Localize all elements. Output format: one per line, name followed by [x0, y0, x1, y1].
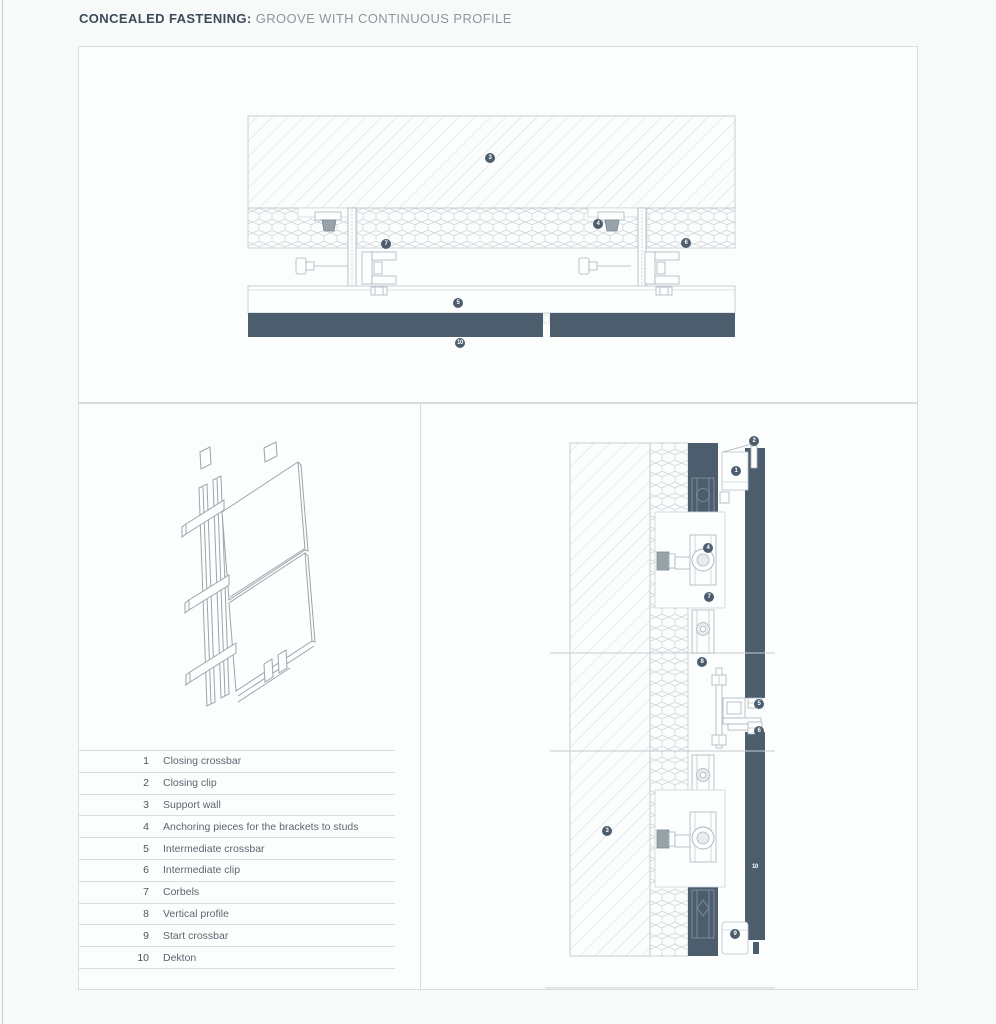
- profile-channel-mid-lower: [691, 754, 715, 796]
- legend-item-label: Closing clip: [163, 777, 217, 790]
- dekton-panel-lower: [745, 732, 765, 940]
- legend-item-number: 9: [143, 929, 149, 942]
- legend-item-label: Vertical profile: [163, 907, 229, 920]
- vertical-section-drawing: [545, 442, 775, 989]
- crossbar-bolts: [370, 286, 673, 296]
- legend-item-label: Start crossbar: [163, 929, 229, 942]
- axon-panels: [221, 441, 316, 692]
- legend-row: 1 Closing crossbar: [79, 750, 395, 772]
- callout-badge-9: 9: [730, 929, 740, 939]
- legend-item-label: Anchoring pieces for the brackets to stu…: [163, 820, 359, 833]
- legend-item-label: Intermediate crossbar: [163, 842, 265, 855]
- callout-badge-6: 6: [754, 726, 764, 736]
- legend-row: 4 Anchoring pieces for the brackets to st…: [79, 815, 395, 837]
- callout-badge-4: 4: [703, 543, 713, 553]
- callout-badge-4: 4: [593, 219, 603, 229]
- callout-badge-3: 3: [602, 826, 612, 836]
- panel-joint-detail: [543, 314, 550, 324]
- legend-item-number: 6: [143, 864, 149, 877]
- legend-item-number: 10: [137, 951, 149, 964]
- anchor-bolts: [314, 211, 625, 232]
- legend-row: 5 Intermediate crossbar: [79, 837, 395, 859]
- legend-item-number: 8: [143, 907, 149, 920]
- legend-item-number: 2: [143, 777, 149, 790]
- window-edge-line: [2, 0, 3, 1024]
- legend-row: 6 Intermediate clip: [79, 858, 395, 881]
- callout-badge-5: 5: [754, 699, 764, 709]
- profile-channel-mid-upper: [691, 609, 715, 654]
- axon-middle-crossbar: [184, 548, 305, 614]
- legend-row: 2 Closing clip: [79, 771, 395, 794]
- profile-channel-ghost-top: [691, 477, 715, 513]
- callout-badge-10: 10: [455, 338, 465, 348]
- legend-row: 7 Corbels: [79, 880, 395, 903]
- axon-bottom-crossbar: [185, 642, 315, 703]
- vertical-profile-top: [688, 443, 718, 512]
- bracket-box-lower: [654, 789, 726, 888]
- profile-channel-ghost-bottom: [691, 889, 715, 939]
- crossbar-band: [247, 285, 736, 314]
- legend-item-number: 3: [143, 798, 149, 811]
- callout-badge-6: 6: [681, 238, 691, 248]
- corbel-assembly-right: [578, 251, 680, 285]
- legend-item-label: Support wall: [163, 798, 221, 811]
- axon-top-crossbar: [181, 499, 225, 538]
- dekton-panel-right: [550, 313, 735, 337]
- callout-badge-10: 10: [750, 862, 760, 872]
- legend-row: 10 Dekton: [79, 946, 395, 968]
- legend-item-label: Closing crossbar: [163, 755, 242, 768]
- dekton-panel-foot: [753, 942, 759, 954]
- legend-item-number: 4: [143, 820, 149, 833]
- dekton-panel-upper: [745, 448, 765, 698]
- legend-item-label: Intermediate clip: [163, 864, 241, 877]
- page-title-prefix: CONCEALED FASTENING:: [79, 11, 252, 26]
- legend-row: 8 Vertical profile: [79, 902, 395, 925]
- legend-item-number: 5: [143, 842, 149, 855]
- callout-badge-7: 7: [704, 592, 714, 602]
- legend-item-label: Corbels: [163, 886, 200, 899]
- joint-lines: [545, 652, 775, 989]
- callout-badge-2: 2: [749, 436, 759, 446]
- dekton-panel-left: [248, 313, 543, 337]
- legend-item-label: Dekton: [163, 951, 197, 964]
- legend-item-number: 1: [143, 755, 149, 768]
- legend-row: 9 Start crossbar: [79, 924, 395, 946]
- legend-item-number: 7: [143, 886, 149, 899]
- legend-row: 3 Support wall: [79, 793, 395, 816]
- bracket-box-upper: [654, 511, 726, 609]
- callout-badge-5: 5: [453, 298, 463, 308]
- callout-badge-8: 8: [697, 657, 707, 667]
- callout-badge-1: 1: [731, 466, 741, 476]
- vertical-profile-bottom: [688, 887, 718, 956]
- support-wall-hatch-vertical: [569, 442, 651, 957]
- page-title-rest: GROOVE WITH CONTINUOUS PROFILE: [255, 11, 512, 26]
- legend-table: 1 Closing crossbar 2 Closing clip 3 Support w…: [79, 750, 395, 969]
- corbel-assembly-left: [295, 251, 397, 285]
- horizontal-section-drawing: [247, 115, 736, 337]
- page-title: CONCEALED FASTENING: GROOVE WITH CONTINU…: [79, 11, 512, 26]
- callout-badge-3: 3: [485, 153, 495, 163]
- axonometric-drawing: [181, 441, 316, 707]
- callout-badge-7: 7: [381, 239, 391, 249]
